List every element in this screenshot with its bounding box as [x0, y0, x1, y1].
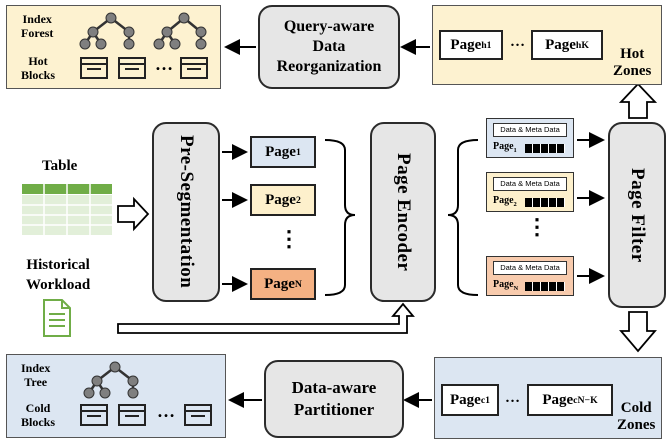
hollow-arrow-workload — [117, 302, 415, 334]
workload-document-icon — [43, 299, 71, 337]
index-forest-icon — [79, 12, 207, 50]
hot-zones-dots: … — [510, 34, 525, 50]
cold-zones-dots: … — [505, 390, 520, 406]
hollow-arrow-table — [117, 196, 150, 232]
cold-blocks-dots: … — [157, 401, 175, 421]
pages-vertical-ellipsis: ⋮ — [278, 226, 300, 251]
index-tree-icon — [83, 361, 139, 399]
hot-blocks-dots: … — [155, 54, 173, 74]
encoded-vertical-ellipsis: ⋮ — [526, 214, 548, 239]
brace-encoded — [447, 139, 479, 296]
encoded-page-1: Data & Meta Data Page1 — [486, 118, 574, 158]
encoded-page-2: Data & Meta Data Page2 — [486, 172, 574, 212]
hot-blocks-icons — [80, 57, 208, 79]
pre-segmentation-box: Pre-Segmentation — [152, 122, 220, 302]
page-encoder-box: Page Encoder — [370, 122, 436, 302]
table-label: Table — [42, 158, 78, 174]
page-filter-box: Page Filter — [608, 122, 666, 308]
hollow-arrow-down — [619, 311, 657, 353]
cold-blocks-icons — [80, 404, 212, 426]
table-icon — [22, 184, 112, 235]
hollow-arrow-up — [618, 82, 658, 119]
brace-pages — [324, 139, 356, 296]
encoded-page-n: Data & Meta Data PageN — [486, 256, 574, 296]
